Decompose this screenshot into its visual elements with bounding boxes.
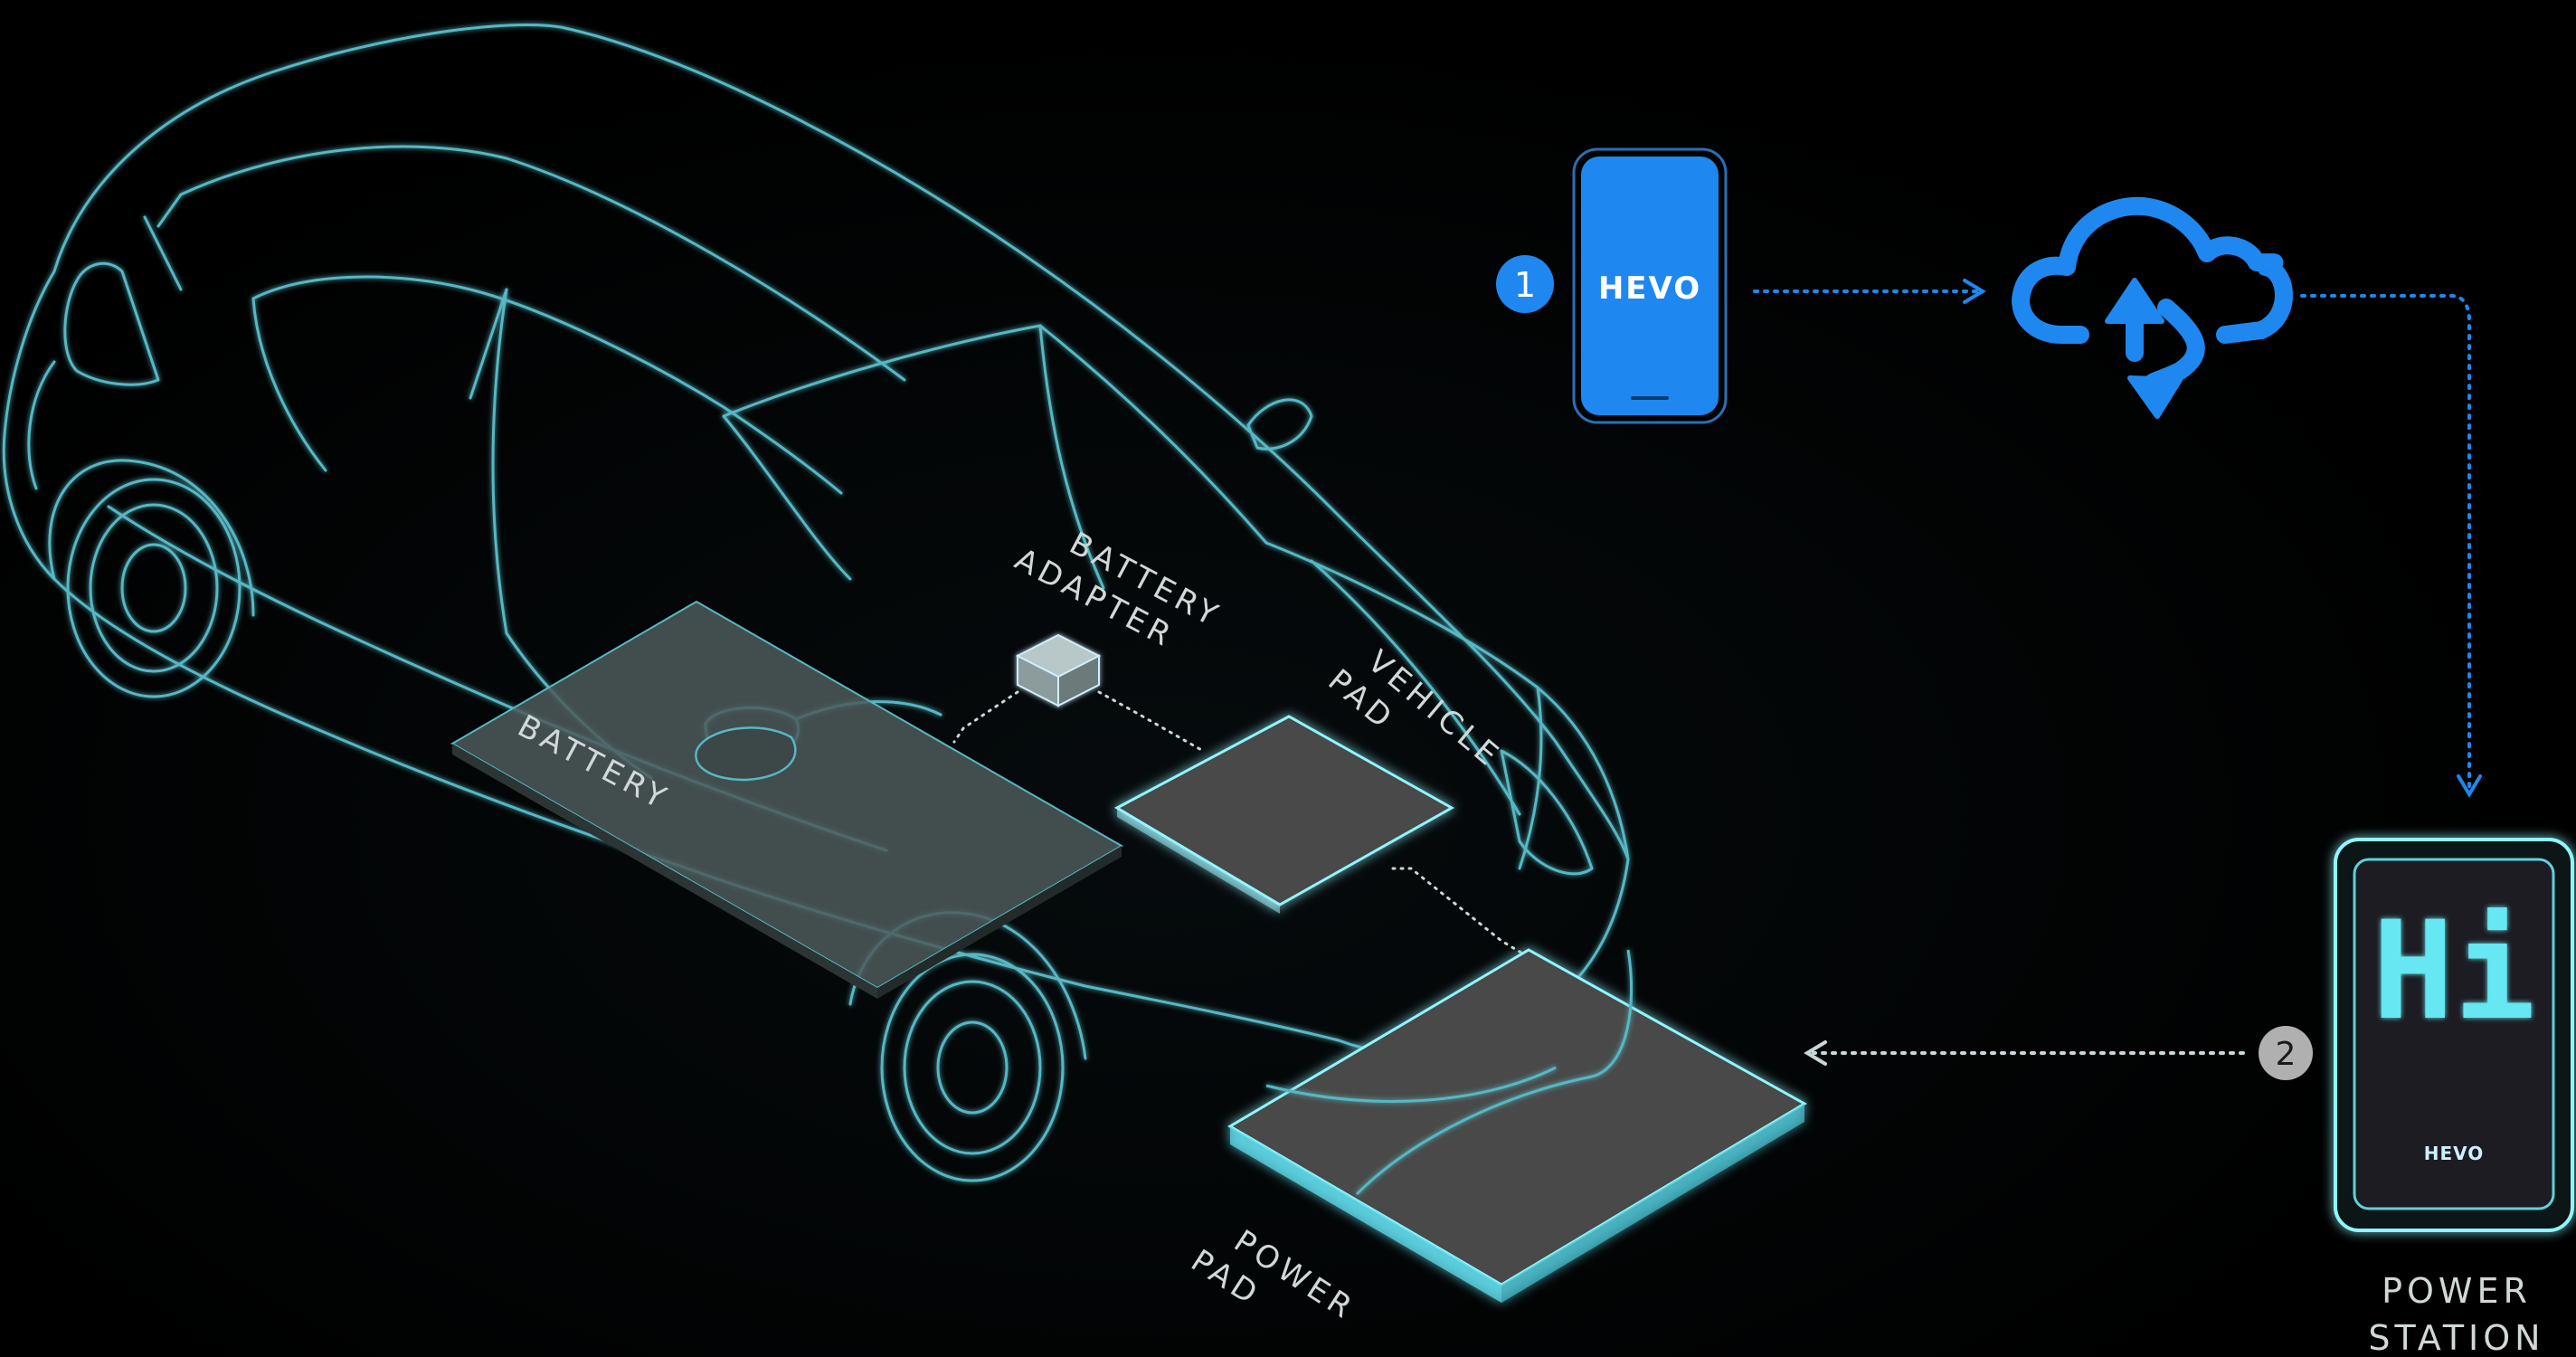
label-power-station: POWER STATION: [2368, 1271, 2544, 1357]
step-1-badge: 1: [1496, 255, 1554, 313]
step-1-number: 1: [1514, 265, 1536, 305]
car-outline: [4, 24, 1628, 1181]
phone-brand: HEVO: [1598, 270, 1701, 307]
step-2-badge: 2: [2259, 1026, 2313, 1080]
station-display-text: Hi: [2372, 893, 2536, 1050]
station-to-pad-arrow: [1807, 1042, 2243, 1064]
adapter-connectors: [954, 692, 1203, 751]
power-pad: [1230, 950, 1804, 1303]
cloud-to-station-arrow: [2302, 296, 2480, 794]
step-2-number: 2: [2276, 1036, 2297, 1073]
station-brand: HEVO: [2424, 1143, 2485, 1164]
vehicle-pad: [1117, 716, 1452, 914]
label-power-pad: POWER PAD: [1185, 1210, 1362, 1357]
power-station-label-line1: POWER: [2382, 1271, 2532, 1311]
battery-adapter: [1018, 635, 1099, 706]
cloud-sync-icon: [2021, 206, 2284, 416]
power-station-label-line2: STATION: [2368, 1318, 2544, 1357]
phone-to-cloud-arrow: [1755, 280, 1983, 302]
